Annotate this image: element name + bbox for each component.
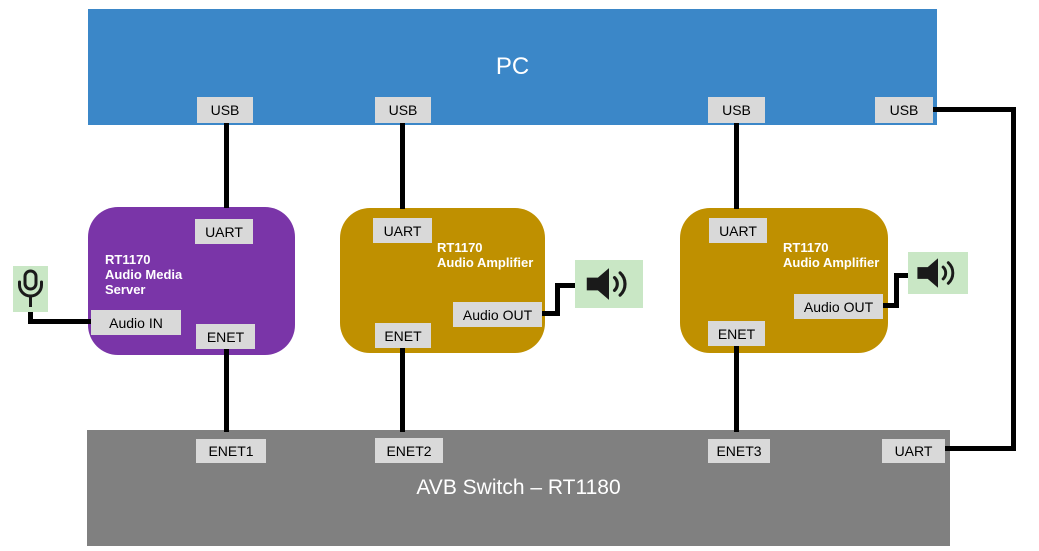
amplifier2-audio-out-port: Audio OUT	[794, 294, 883, 319]
amplifier2-title-line2: Audio Amplifier	[783, 255, 880, 270]
pc-title: PC	[495, 53, 530, 80]
amplifier2-title-line1: RT1170	[783, 240, 829, 255]
wire-mic-to-audio-in-seg1	[28, 306, 33, 324]
usb-port-3: USB	[708, 97, 765, 123]
wire-usb4-to-switch-uart-seg3	[945, 446, 1016, 451]
amplifier1-uart-port: UART	[373, 218, 432, 243]
media-server-enet-port: ENET	[196, 324, 255, 349]
pc-box: PC	[88, 9, 937, 125]
media-server-uart-port: UART	[195, 219, 253, 244]
switch-enet1-port: ENET1	[196, 439, 266, 463]
media-server-title: RT1170 Audio Media Server	[105, 252, 182, 297]
amplifier1-box	[340, 208, 545, 353]
media-server-audio-in-port: Audio IN	[91, 310, 181, 335]
amplifier2-enet-port: ENET	[708, 321, 765, 346]
speaker-icon-2	[908, 252, 968, 294]
amplifier2-title: RT1170 Audio Amplifier	[783, 240, 879, 270]
amplifier1-audio-out-port: Audio OUT	[453, 302, 542, 327]
wire-usb1-to-media-server	[224, 122, 229, 208]
wire-amplifier1-to-enet2	[400, 345, 405, 432]
amplifier2-uart-port: UART	[709, 218, 767, 243]
usb-port-2: USB	[375, 97, 431, 123]
usb-port-1: USB	[197, 97, 253, 123]
media-server-title-line1: RT1170	[105, 252, 151, 267]
switch-uart-port: UART	[882, 439, 945, 463]
wire-audio-out1-to-speaker-seg1	[540, 311, 560, 316]
wire-audio-out1-to-speaker-seg2	[555, 283, 560, 316]
avb-switch-box: AVB Switch – RT1180	[87, 430, 950, 546]
wire-usb4-to-switch-uart-seg2	[1011, 107, 1016, 451]
avb-switch-title: AVB Switch – RT1180	[416, 476, 621, 499]
switch-enet2-port: ENET2	[375, 438, 443, 463]
amplifier1-title: RT1170 Audio Amplifier	[437, 240, 533, 270]
wire-usb4-to-switch-uart-seg1	[933, 107, 1016, 112]
wire-audio-out2-to-speaker-seg1	[881, 303, 899, 308]
amplifier1-title-line2: Audio Amplifier	[437, 255, 534, 270]
wire-usb3-to-amplifier2	[734, 122, 739, 209]
media-server-title-line3: Server	[105, 282, 146, 297]
amplifier1-title-line1: RT1170	[437, 240, 483, 255]
microphone-icon	[13, 266, 48, 312]
speaker-icon-1	[575, 260, 643, 308]
amplifier1-enet-port: ENET	[375, 323, 431, 348]
media-server-title-line2: Audio Media	[105, 267, 183, 282]
usb-port-4: USB	[875, 97, 933, 123]
wire-usb2-to-amplifier1	[400, 122, 405, 209]
wire-mic-to-audio-in-seg2	[28, 319, 92, 324]
wire-amplifier2-to-enet3	[734, 343, 739, 432]
wire-audio-out2-to-speaker-seg2	[894, 273, 899, 308]
wire-media-server-to-enet1	[224, 346, 229, 432]
switch-enet3-port: ENET3	[708, 439, 770, 463]
